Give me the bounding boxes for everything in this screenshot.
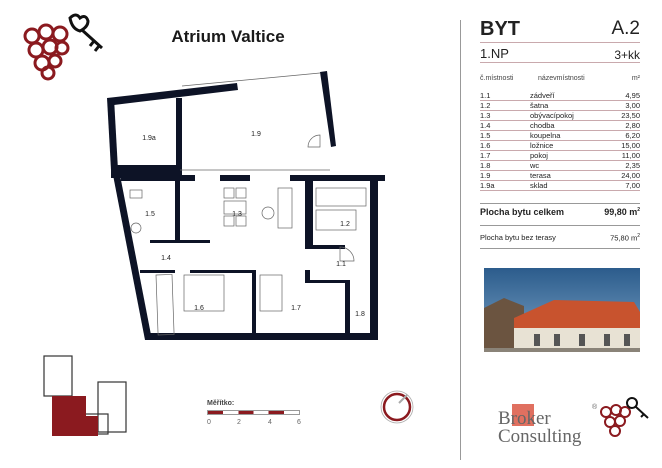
room-area: 7,00	[625, 181, 640, 190]
room-name: šatna	[530, 101, 549, 110]
room-area: 2,80	[625, 121, 640, 130]
table-row: 1.3 obývacípokoj 23,50	[480, 111, 640, 121]
total-area-label: Plocha bytu celkem	[480, 207, 565, 217]
table-row: 1.7 pokoj 11,00	[480, 151, 640, 161]
site-plan	[43, 355, 127, 436]
room-area: 3,00	[625, 101, 640, 110]
room-label-1-5: 1.5	[145, 211, 155, 218]
room-area: 4,95	[625, 91, 640, 100]
table-header: č.místnosti názevmístnosti m²	[480, 75, 640, 85]
table-row: 1.8 wc 2,35	[480, 161, 640, 171]
room-label-1-6: 1.6	[194, 305, 204, 312]
room-area: 24,00	[621, 171, 640, 180]
room-label-1-8: 1.8	[355, 311, 365, 318]
scale-label: Měřítko:	[207, 400, 235, 407]
area-without-terrace-label: Plocha bytu bez terasy	[480, 233, 556, 242]
divider	[480, 42, 640, 43]
room-label-1-3: 1.3	[232, 211, 242, 218]
room-label-1-9a: 1.9a	[142, 135, 156, 142]
logo-text: Broker Consulting	[498, 408, 582, 447]
room-name: pokoj	[530, 151, 548, 160]
table-row: 1.4 chodba 2,80	[480, 121, 640, 131]
scale-tick: 0	[207, 419, 211, 426]
room-name: terasa	[530, 171, 551, 180]
total-area-value: 99,80 m	[604, 207, 638, 217]
scale-tick: 6	[297, 419, 301, 426]
room-name: zádveří	[530, 91, 555, 100]
room-label-1-4: 1.4	[161, 255, 171, 262]
room-area: 15,00	[621, 141, 640, 150]
divider	[480, 248, 640, 249]
logo-box	[512, 404, 534, 426]
room-area: 11,00	[621, 151, 640, 160]
superscript: 2	[637, 207, 640, 213]
room-name: wc	[530, 161, 540, 170]
room-label-1-9: 1.9	[251, 131, 261, 138]
header-room-no: č.místnosti	[480, 75, 514, 82]
grape-key-icon	[600, 397, 649, 437]
table-row: 1.2 šatna 3,00	[480, 101, 640, 111]
scale-bar	[207, 410, 300, 415]
unit-layout: 3+kk	[614, 48, 640, 62]
area-without-terrace-value: 75,80 m	[610, 233, 638, 243]
room-number: 1.5	[480, 131, 491, 140]
room-label-1-7: 1.7	[291, 305, 301, 312]
building-photo	[484, 268, 640, 352]
room-number: 1.8	[480, 161, 491, 170]
unit-code: A.2	[611, 18, 640, 39]
room-name: sklad	[530, 181, 548, 190]
floor-plan: 1.9a 1.9 1.5 1.3 1.2 1.4 1.1 1.6 1.7 1.8	[107, 71, 385, 340]
table-row: 1.9a sklad 7,00	[480, 181, 640, 191]
room-area: 2,35	[625, 161, 640, 170]
table-row: 1.6 ložnice 15,00	[480, 141, 640, 151]
room-name: obývacípokoj	[530, 111, 574, 120]
room-area: 6,20	[625, 131, 640, 140]
total-area: Plocha bytu celkem 99,80 m2	[480, 207, 640, 217]
divider	[480, 225, 640, 226]
unit-label: BYT	[480, 18, 520, 40]
room-number: 1.1	[480, 91, 491, 100]
superscript: 2	[637, 233, 640, 239]
room-label-1-1: 1.1	[336, 261, 346, 268]
page-title: Atrium Valtice	[171, 27, 285, 46]
scale-tick: 2	[237, 419, 241, 426]
area-without-terrace: Plocha bytu bez terasy 75,80 m2	[480, 233, 640, 243]
room-table: 1.1 zádveří 4,95 1.2 šatna 3,00 1.3 obývacípoko…	[480, 91, 640, 191]
room-label-1-2: 1.2	[340, 221, 350, 228]
divider	[480, 62, 640, 63]
room-number: 1.6	[480, 141, 491, 150]
room-number: 1.3	[480, 111, 491, 120]
room-number: 1.7	[480, 151, 491, 160]
room-name: chodba	[530, 121, 555, 130]
table-row: 1.1 zádveří 4,95	[480, 91, 640, 101]
room-name: ložnice	[530, 141, 554, 150]
scale-tick: 4	[268, 419, 272, 426]
room-number: 1.9	[480, 171, 491, 180]
divider	[460, 20, 461, 460]
header-area: m²	[631, 75, 640, 82]
room-number: 1.4	[480, 121, 491, 130]
table-row: 1.9 terasa 24,00	[480, 171, 640, 181]
grape-key-logo	[23, 13, 104, 81]
room-area: 23,50	[621, 111, 640, 120]
divider	[480, 203, 640, 204]
table-row: 1.5 koupelna 6,20	[480, 131, 640, 141]
header-room-name: názevmístnosti	[538, 75, 585, 82]
compass-icon	[380, 390, 414, 424]
room-number: 1.9a	[480, 181, 495, 190]
unit-floor: 1.NP	[480, 46, 509, 61]
broker-consulting-logo: Broker Consulting ®	[498, 397, 649, 454]
room-name: koupelna	[530, 131, 561, 140]
registered-mark: ®	[592, 404, 598, 411]
room-number: 1.2	[480, 101, 491, 110]
